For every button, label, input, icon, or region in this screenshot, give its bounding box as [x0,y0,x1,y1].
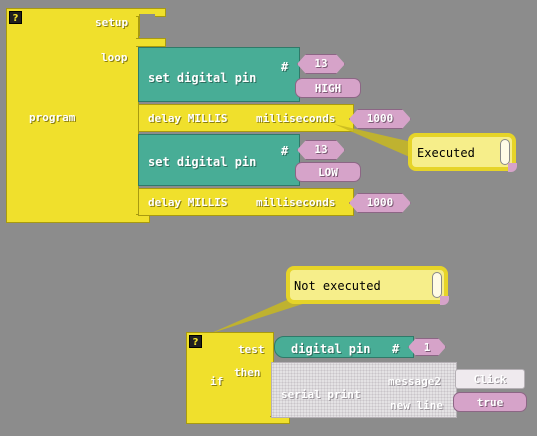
delay-block[interactable] [138,188,354,216]
pin-hash-label: # [281,144,289,158]
comment-bubble-not-executed[interactable] [286,266,448,304]
delay-value[interactable] [349,193,411,213]
then-label: then [234,366,261,379]
message-value-text: Click [473,373,507,386]
set-digital-pin-block[interactable] [138,134,300,186]
pin-state-text: HIGH [314,82,342,95]
test-label: test [238,343,265,356]
set-digital-pin-block[interactable] [138,47,300,102]
comment-connector [334,124,412,158]
program-label: program [29,111,76,124]
serial-print-block[interactable] [271,362,457,418]
help-icon[interactable]: ? [189,335,202,348]
new-line-value-text: true [476,396,504,409]
delay-unit-label: milliseconds [256,196,336,209]
pin-number-text: 13 [314,57,328,70]
message-value[interactable] [455,369,525,389]
comment-text-not-executed[interactable]: Not executed [294,279,381,293]
pin-state-text: LOW [318,166,338,179]
help-icon[interactable]: ? [9,11,22,24]
delay-value-text: 1000 [366,112,394,125]
loop-label: loop [101,51,128,64]
delay-block[interactable] [138,104,354,132]
pin-hash-label: # [392,342,400,356]
comment-bubble-executed[interactable] [408,133,516,171]
delay-value-text: 1000 [366,196,394,209]
comment-resize-handle[interactable] [508,163,517,172]
serial-print-label: serial print [281,388,361,401]
pin-number-value[interactable] [408,338,446,356]
comment-scrollbar[interactable] [432,272,442,298]
set-digital-pin-label: set digital pin [148,155,257,169]
delay-value[interactable] [349,109,411,129]
comment-scrollbar[interactable] [500,139,510,165]
pin-number-value[interactable] [297,54,345,74]
pin-hash-label: # [281,60,289,74]
delay-label: delay MILLIS [148,196,228,209]
set-digital-pin-label: set digital pin [148,71,257,85]
loop-slot-arm [136,38,166,47]
new-line-value[interactable] [453,392,527,412]
pin-state-value[interactable] [295,162,361,182]
new-line-label: new line [390,399,443,412]
message-label: message2 [388,375,441,388]
pin-number-text: 1 [423,341,431,354]
pin-state-value[interactable] [295,78,361,98]
delay-label: delay MILLIS [148,112,228,125]
program-block[interactable] [6,8,139,223]
comment-resize-handle[interactable] [440,296,449,305]
setup-label: setup [95,16,129,29]
setup-empty-slot[interactable] [139,14,155,36]
digital-pin-label: digital pin [291,342,371,356]
pin-number-value[interactable] [297,140,345,160]
comment-text-executed[interactable]: Executed [417,146,475,160]
if-label: if [210,375,224,388]
pin-number-text: 13 [314,143,328,156]
delay-unit-label: milliseconds [256,112,336,125]
